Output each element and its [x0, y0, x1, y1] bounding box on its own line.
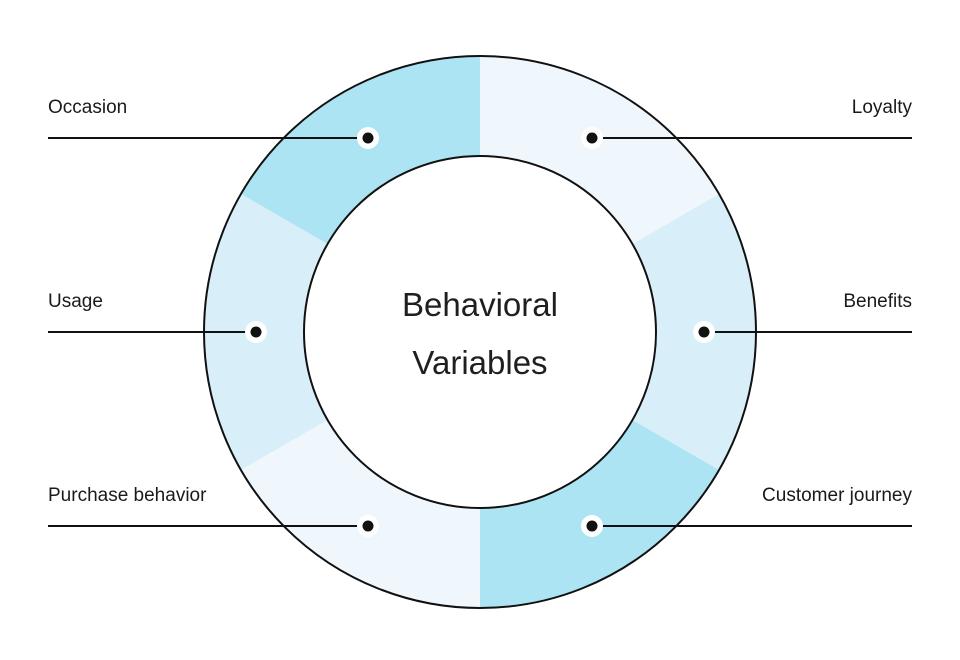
segment-occasion — [241, 56, 480, 244]
segment-customer-journey — [480, 420, 719, 608]
label-usage: Usage — [48, 291, 103, 312]
label-customer-journey: Customer journey — [762, 485, 912, 506]
anchor-dot-purchase-behavior — [362, 520, 374, 532]
label-occasion: Occasion — [48, 97, 128, 118]
label-purchase-behavior: Purchase behavior — [48, 485, 207, 506]
anchor-dot-benefits — [698, 326, 710, 338]
label-loyalty: Loyalty — [851, 97, 912, 118]
anchor-dot-loyalty — [586, 132, 598, 144]
anchor-dot-occasion — [362, 132, 374, 144]
diagram-title-line1: Behavioral — [402, 286, 558, 323]
label-benefits: Benefits — [843, 291, 912, 312]
inner-ring-outline — [303, 155, 657, 509]
diagram-title-line2: Variables — [412, 344, 548, 381]
diagram-title: Behavioral Variables — [0, 276, 960, 392]
anchor-dot-usage — [250, 326, 262, 338]
segment-loyalty — [480, 56, 719, 244]
segment-purchase-behavior — [241, 420, 480, 608]
anchor-dot-customer-journey — [586, 520, 598, 532]
